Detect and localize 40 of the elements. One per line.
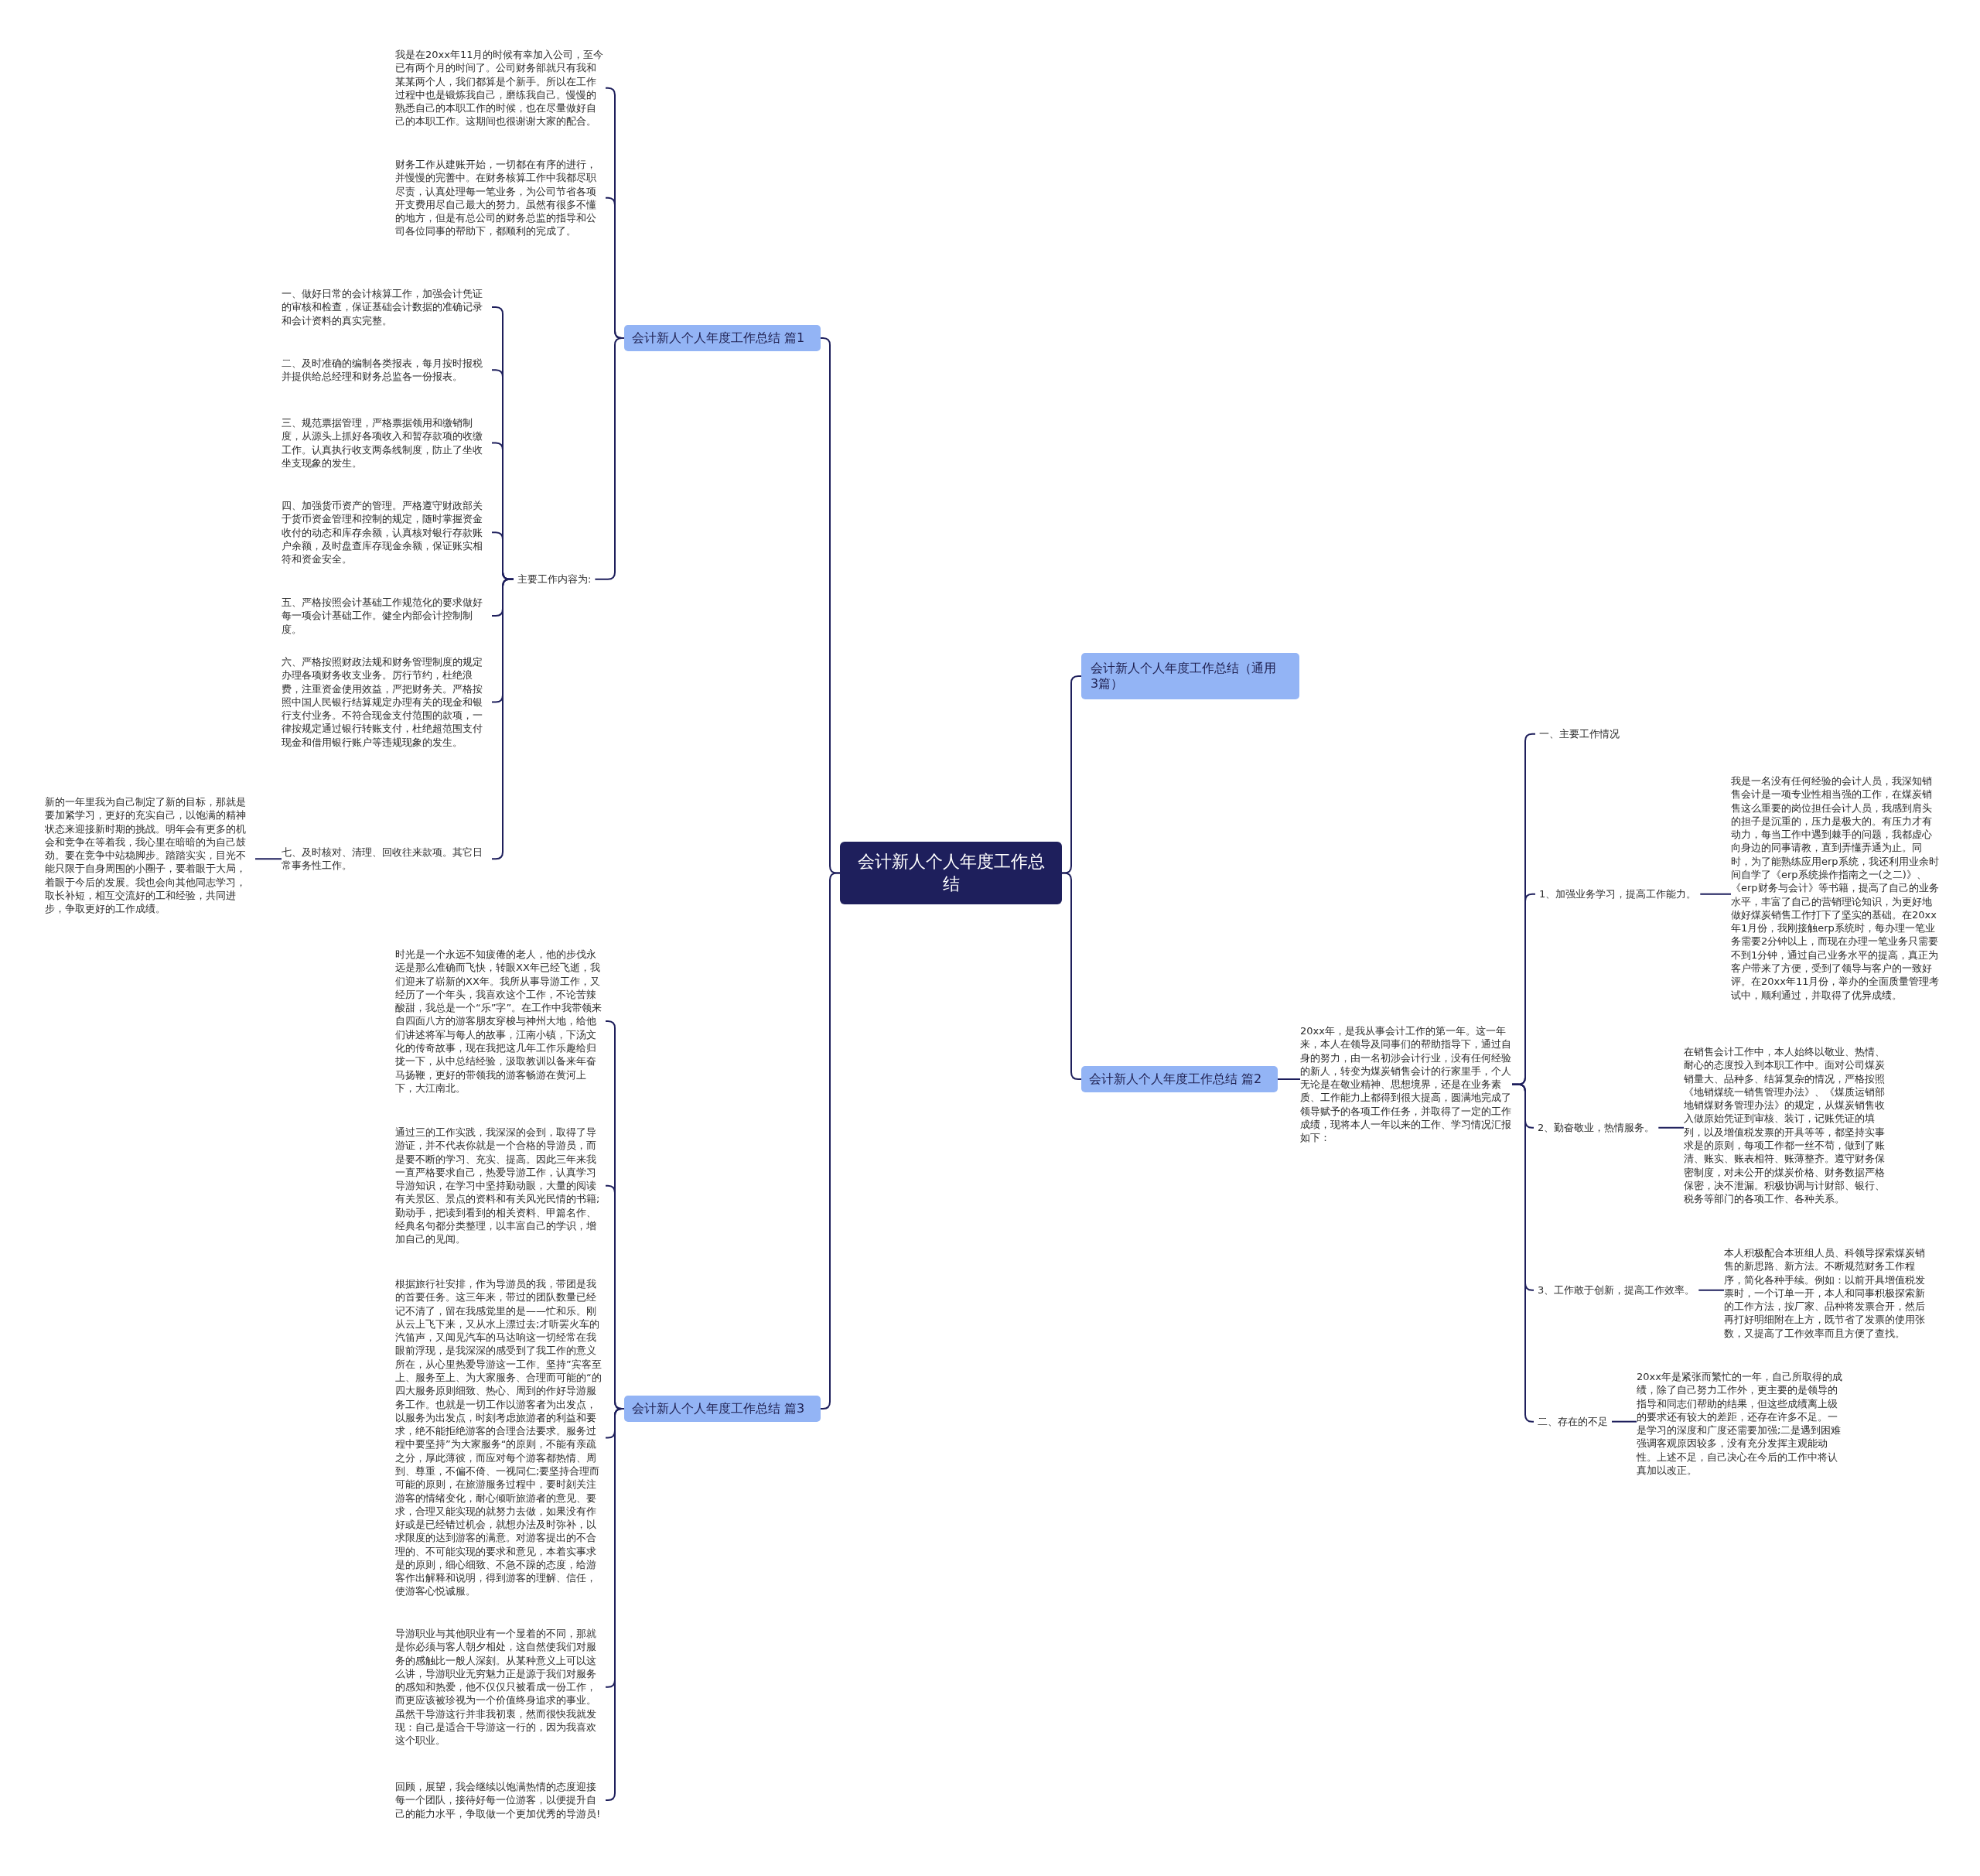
- central-topic: 会计新人个人年度工作总结: [840, 842, 1062, 904]
- paragraph-text: 七、及时核对、清理、回收往来款项。其它日常事务性工作。: [282, 846, 492, 873]
- subtopic-label: 二、存在的不足: [1534, 1415, 1612, 1429]
- subtopic-label: 主要工作内容为:: [514, 572, 596, 586]
- paragraph-text: 导游职业与其他职业有一个显着的不同，那就是你必须与客人朝夕相处，这自然使我们对服务的感触比一般人深刻。从某种意义上可以这么讲，导游职业无穷魅力正是源于我们对服务的感知和热爱，他不仅仅只被看成一份工作，而更应该被珍视为一个价值终身追求的事业。虽然干导游这行并非我初衷，然而很快我就发现：自己是适合干导游这一行的，因为我喜欢这个职业。: [395, 1627, 606, 1748]
- branch-topic: 会计新人个人年度工作总结 篇1: [624, 325, 821, 351]
- subtopic-label: 1、加强业务学习，提高工作能力。: [1535, 887, 1701, 901]
- subtopic-label: 一、主要工作情况: [1535, 727, 1623, 741]
- paragraph-text: 财务工作从建账开始，一切都在有序的进行，并慢慢的完善中。在财务核算工作中我都尽职尽责，认真处理每一笔业务，为公司节省各项开支费用尽自己最大的努力。虽然有很多不懂的地方，但是有总公司的财务总监的指导和公司各位同事的帮助下，都顺利的完成了。: [395, 158, 606, 238]
- connector-line: [254, 858, 282, 860]
- paragraph-text: 新的一年里我为自己制定了新的目标，那就是要加紧学习，更好的充实自己，以饱满的精神状态来迎接新时期的挑战。明年会有更多的机会和竞争在等着我，我心里在暗暗的为自己鼓劲。要在竞争中站稳脚步。踏踏实实，目光不能只限于自身周围的小圈子，要着眼于大局，着眼于今后的发展。我也会向其他同志学习，取长补短，相互交流好的工和经验，共同进步，争取更好的工作成绩。: [45, 795, 255, 916]
- connector-line: [1277, 1078, 1301, 1080]
- paragraph-text: 20xx年，是我从事会计工作的第一年。这一年来，本人在领导及同事们的帮助指导下，通过自身的努力，由一名初涉会计行业，没有任何经验的新人，转变为煤炭销售会计的行家里手，个人无论是在敬业精神、思想境界，还是在业务素质、工作能力上都得到很大提高，圆满地完成了领导赋予的各项工作任务，并取得了一定的工作成绩，现将本人一年以来的工作、学习情况汇报如下：: [1300, 1024, 1512, 1145]
- branch-topic: 会计新人个人年度工作总结 篇3: [624, 1396, 821, 1422]
- paragraph-text: 根据旅行社安排，作为导游员的我，带团是我的首要任务。这三年来，带过的团队数量已经记不清了，留在我感觉里的是——忙和乐。刚从云上飞下来，又从水上漂过去;才听罢火车的汽笛声，又闻见汽车的马达响这一切经常在我眼前浮现，是我深深的感受到了我工作的意义所在，从心里热爱导游这一工作。坚持”宾客至上、服务至上、为大家服务、合理而可能的“的四大服务原则细致、热心、周到的作好导游服务工作。也就是一切工作以游客者为出发点，以服务为出发点，时刻考虑旅游者的利益和要求，绝不能拒绝游客的合理合法要求。服务过程中要坚持”为大家服务“的原则，不能有亲疏之分，厚此薄彼，而应对每个游客都热情、周到、尊重，不偏不倚、一视同仁;要坚持合理而可能的原则，在旅游服务过程中，要时刻关注游客的情绪变化，耐心倾听旅游者的意见、要求，合理又能实现的就努力去做，如果没有作好或是已经错过机会，就想办法及时弥补，以求限度的达到游客的满意。对游客提出的不合理的、不可能实现的要求和意见，本着实事求是的原则，细心细致、不急不躁的态度，给游客作出解释和说明，得到游客的理解、信任，使游客心悦诚服。: [395, 1277, 606, 1598]
- connector-line: [1611, 1420, 1637, 1423]
- subtopic-label: 2、勤奋敬业，热情服务。: [1534, 1121, 1659, 1135]
- paragraph-text: 我是一名没有任何经验的会计人员，我深知销售会计是一项专业性相当强的工作，在煤炭销售这么重要的岗位担任会计人员，我感到肩头的担子是沉重的，压力是极大的。有压力才有动力，每当工作中遇到棘手的问题，我都虚心向身边的同事请教，直到弄懂弄通为止。同时，为了能熟练应用erp系统，我还利用业余时间自学了《erp系统操作指南之一(之二)》、《erp财务与会计》等书籍，提高了自己的业务水平，丰富了自己的营销理论知识，为更好地做好煤炭销售工作打下了坚实的基础。在20xx年1月份，我刚接触erp系统时，每办理一笔业务需要2分钟以上，而现在办理一笔业务只需要不到1分钟，通过自己业务水平的提高，真正为客户带来了方便，受到了领导与客户的一致好评。在20xx年11月份，举办的全面质量管理考试中，顺利通过，并取得了优异成绩。: [1731, 774, 1940, 1002]
- paragraph-text: 三、规范票据管理，严格票据领用和缴销制度，从源头上抓好各项收入和暂存款项的收缴工作。认真执行收支两条线制度，防止了坐收坐支现象的发生。: [282, 416, 492, 470]
- connector-line: [1699, 893, 1732, 895]
- paragraph-text: 一、做好日常的会计核算工作，加强会计凭证的审核和检查，保证基础会计数据的准确记录和会计资料的真实完整。: [282, 287, 492, 327]
- paragraph-text: 在销售会计工作中，本人始终以敬业、热情、耐心的态度投入到本职工作中。面对公司煤炭销量大、品种多、结算复杂的情况，严格按照《地销煤统一销售管理办法》、《煤质运销部地销煤财务管理办法》的规定，从煤炭销售收入做原始凭证到审核、装订，记账凭证的填列，以及增值税发票的开具等等，都坚持实事求是的原则，每项工作都一丝不苟，做到了账清、账实、账表相符、账薄整齐。遵守财务保密制度，对未公开的煤炭价格、财务数据严格保密，决不泄漏。积极协调与计财部、银行、税务等部门的各项工作、各种关系。: [1684, 1045, 1891, 1206]
- paragraph-text: 五、严格按照会计基础工作规范化的要求做好每一项会计基础工作。健全内部会计控制制度。: [282, 596, 492, 636]
- paragraph-text: 20xx年是紧张而繁忙的一年，自己所取得的成绩，除了自己努力工作外，更主要的是领导的指导和同志们帮助的结果，但这些成绩离上级的要求还有较大的差距，还存在许多不足。一是学习的深度和广度还需要加强;二是遇到困难强调客观原因较多，没有充分发挥主观能动性。上述不足，自己决心在今后的工作中将认真加以改正。: [1637, 1370, 1844, 1478]
- branch-topic: 会计新人个人年度工作总结（通用3篇）: [1081, 653, 1299, 699]
- paragraph-text: 二、及时准确的编制各类报表，每月按时报税并提供给总经理和财务总监各一份报表。: [282, 357, 492, 384]
- paragraph-text: 回顾，展望，我会继续以饱满热情的态度迎接每一个团队，接待好每一位游客，以便提升自己的能力水平，争取做一个更加优秀的导游员!: [395, 1780, 606, 1820]
- paragraph-text: 本人积极配合本班组人员、科领导探索煤炭销售的新思路、新方法。不断规范财务工作程序，简化各种手续。例如：以前开具增值税发票时，一个订单一开，本人和同事积极探索新的工作方法，按厂家、品种将发票合开，然后再打好明细附在上方，既节省了发票的使用张数，又提高了工作效率而且方便了查找。: [1724, 1246, 1931, 1340]
- paragraph-text: 时光是一个永远不知疲倦的老人，他的步伐永远是那么准确而飞快，转眼XX年已经飞逝，我们迎来了崭新的XX年。我所从事导游工作，又经历了一个年头，我喜欢这个工作，不论苦辣酸甜，我总是一个“乐”字”。在工作中我带领来自四面八方的游客朋友穿梭与神州大地，给他们讲述将军与每人的故事，江南小镇，下汤文化的传奇故事，现在我把这几年工作乐趣给归拢一下，从中总结经验，汲取教训以备来年奋马扬鞭，更好的带领我的游客畅游在黄河上下，大江南北。: [395, 948, 606, 1095]
- connector-line: [1061, 872, 1082, 1080]
- connector-line: [1657, 1126, 1685, 1129]
- connector-line: [1698, 1289, 1725, 1291]
- paragraph-text: 六、严格按照财政法规和财务管理制度的规定办理各项财务收支业务。厉行节约，杜绝浪费，注重资金使用效益，严把财务关。严格按照中国人民银行结算规定办理有关的现金和银行支付业务。不符合现金支付范围的款项，一律按规定通过银行转账支付，杜绝超范围支付现金和借用银行账户等违规现象的发生。: [282, 655, 492, 749]
- paragraph-text: 四、加强货币资产的管理。严格遵守财政部关于货币资金管理和控制的规定，随时掌握资金收付的动态和库存余额，认真核对银行存款账户余额，及时盘查库存现金余额，保证账实相符和资金安全。: [282, 499, 492, 566]
- branch-topic: 会计新人个人年度工作总结 篇2: [1081, 1066, 1278, 1092]
- paragraph-text: 我是在20xx年11月的时候有幸加入公司，至今已有两个月的时间了。公司财务部就只有我和某某两个人，我们都算是个新手。所以在工作过程中也是锻炼我自己，磨练我自己。慢慢的熟悉自己的本职工作的时候，也在尽量做好自己的本职工作。这期间也很谢谢大家的配合。: [395, 48, 606, 128]
- connector-line: [820, 872, 841, 1410]
- connector-line: [1511, 1083, 1534, 1423]
- paragraph-text: 通过三的工作实践，我深深的会到，取得了导游证，并不代表你就是一个合格的导游员，而是要不断的学习、充实、提高。因此三年来我一直严格要求自己，热爱导游工作，认真学习导游知识，在学习中坚持勤动眼，大量的阅读有关景区、景点的资料和有关风光民情的书籍;勤动手，把读到看到的相关资料、甲篇名作、经典名句都分类整理，以丰富自己的学识，增加自己的见闻。: [395, 1126, 606, 1246]
- subtopic-label: 3、工作敢于创新，提高工作效率。: [1534, 1283, 1699, 1297]
